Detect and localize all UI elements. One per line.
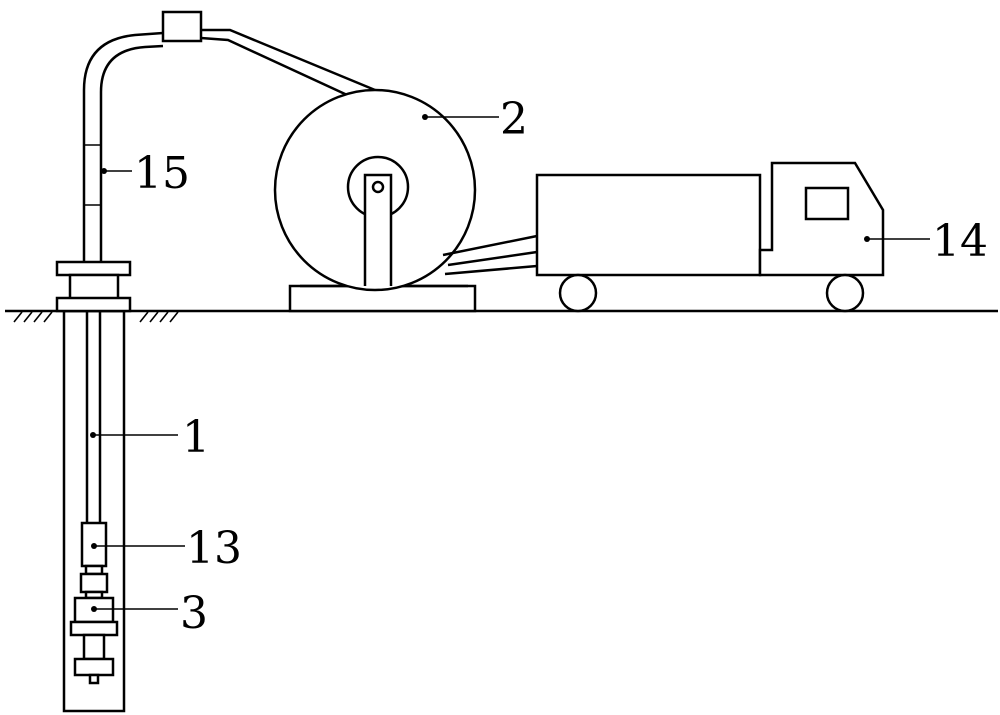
reel-hose-middle <box>447 250 538 267</box>
reel-hose-lower <box>444 264 538 276</box>
truck-rear-wheel <box>558 273 598 313</box>
truck-cab-window <box>804 186 850 221</box>
ground-hatch-left <box>13 311 53 323</box>
label-2: 2 <box>500 94 528 145</box>
label-1: 1 <box>182 412 210 463</box>
wellhead-spool <box>68 273 120 302</box>
reel-support-stand <box>363 173 393 286</box>
tool-3-bottom-body <box>73 657 115 677</box>
tubing-to-reel-upper <box>201 28 376 92</box>
gooseneck-tube-outer <box>82 31 164 262</box>
truck-cargo-box <box>535 173 762 277</box>
ground-hatch-right <box>139 311 179 323</box>
wellhead-upper-flange <box>55 260 132 277</box>
injector-head <box>161 10 203 43</box>
label-15: 15 <box>134 148 190 199</box>
reel-hose-upper <box>442 234 538 257</box>
tool-3-stem <box>82 633 106 661</box>
wellhead-lower-flange <box>55 296 132 313</box>
gooseneck-tube-inner <box>99 44 164 262</box>
label-13: 13 <box>186 523 242 574</box>
tool-connector-body <box>79 572 109 594</box>
tool-3-collar <box>69 620 119 637</box>
tool-bottom-tip <box>88 673 100 685</box>
tubing-to-reel-lower <box>200 36 359 102</box>
reel-axle <box>371 180 385 194</box>
label-14: 14 <box>932 216 988 267</box>
truck-front-wheel <box>825 273 865 313</box>
label-3: 3 <box>180 588 208 639</box>
reel-base <box>288 284 477 313</box>
